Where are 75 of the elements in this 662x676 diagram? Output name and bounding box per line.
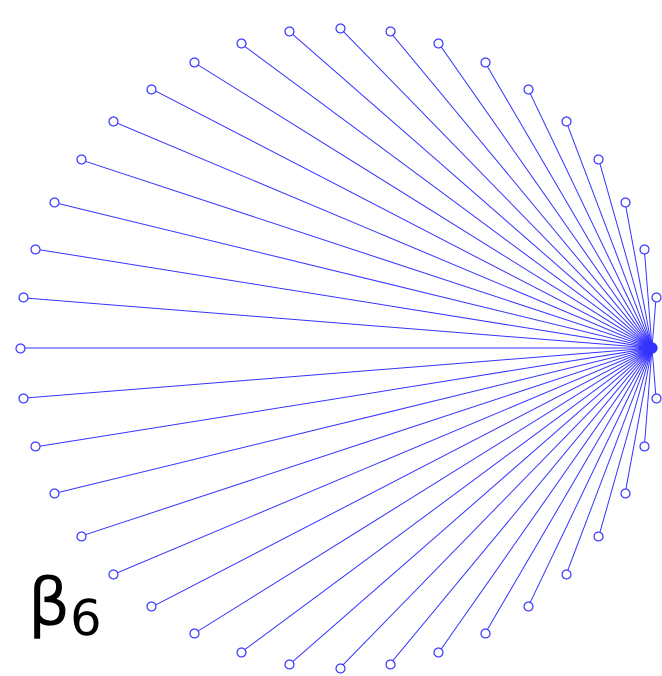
vertex-circle [593, 530, 604, 542]
vertex-circle [189, 628, 200, 639]
connector-line [244, 46, 648, 346]
connector-line [440, 46, 650, 344]
vertex-circle [284, 658, 296, 670]
connector-line [198, 64, 648, 346]
connector-line [440, 352, 650, 650]
connector-line [84, 349, 648, 536]
vertex-circle [638, 441, 650, 452]
vertex-circle [620, 197, 631, 208]
connector-line [244, 350, 648, 650]
vertex-circle [108, 568, 120, 580]
connector-line [155, 350, 648, 606]
vertex-circle [30, 244, 42, 255]
connector-line [487, 352, 650, 630]
vertex-circle [76, 154, 87, 166]
connector-line [600, 352, 652, 532]
vertex-circle [146, 601, 158, 612]
vertex-circle [334, 22, 346, 34]
vertex-circle [49, 488, 60, 499]
vertex-circle [560, 116, 572, 128]
hub-node [646, 342, 658, 354]
vertex-circle [146, 84, 158, 95]
connector-line [28, 298, 648, 348]
connector-line [392, 34, 650, 345]
connector-line [40, 348, 648, 447]
label-text: β$_{6}$ [28, 570, 102, 644]
vertex-circle [18, 292, 30, 304]
vertex-circle [620, 488, 631, 499]
connector-line [155, 90, 648, 346]
connector-line [567, 125, 651, 344]
vertex-circle [14, 342, 26, 354]
vertex-circle [384, 658, 396, 670]
vertex-circle [334, 662, 346, 674]
vertex-circle [18, 392, 30, 404]
connector-line [644, 253, 652, 344]
vertex-circle [650, 392, 662, 404]
connector-line [487, 66, 650, 344]
connector-line [58, 203, 648, 348]
connector-line [644, 352, 652, 443]
vertex-circle [433, 646, 444, 658]
vertex-circle [108, 116, 120, 128]
vertex-circle [284, 26, 296, 38]
connector-line [117, 349, 648, 574]
connector-line [652, 352, 656, 394]
connector-line [530, 352, 650, 604]
vertex-circle [236, 38, 247, 50]
connector-line [84, 160, 648, 347]
vertex-circle [236, 646, 247, 658]
vertex-circle [560, 568, 572, 580]
connector-line [600, 164, 652, 344]
connector-line [530, 92, 650, 344]
vertex-circle [650, 292, 662, 304]
vertex-circle [76, 530, 87, 542]
connector-line [625, 352, 652, 490]
vertex-circle [522, 601, 534, 612]
vertex-circle [638, 244, 650, 255]
vertex-circle [480, 57, 491, 68]
vertex-circle [480, 628, 491, 639]
connector-line [625, 206, 652, 344]
vertex-circle [189, 57, 200, 68]
vertex-circle [522, 84, 534, 95]
connector-line [567, 352, 651, 571]
connector-line [40, 249, 648, 348]
connector-line [652, 302, 656, 344]
vertex-circle [593, 154, 604, 166]
vertex-circle [384, 26, 396, 38]
connector-line [58, 348, 648, 493]
connector-line [392, 351, 650, 662]
connector-line [117, 122, 648, 347]
vertex-circle [433, 38, 444, 50]
vertex-circle [49, 197, 60, 208]
connector-line [198, 350, 648, 632]
connector-line [28, 348, 648, 398]
vertex-circle [30, 441, 42, 452]
